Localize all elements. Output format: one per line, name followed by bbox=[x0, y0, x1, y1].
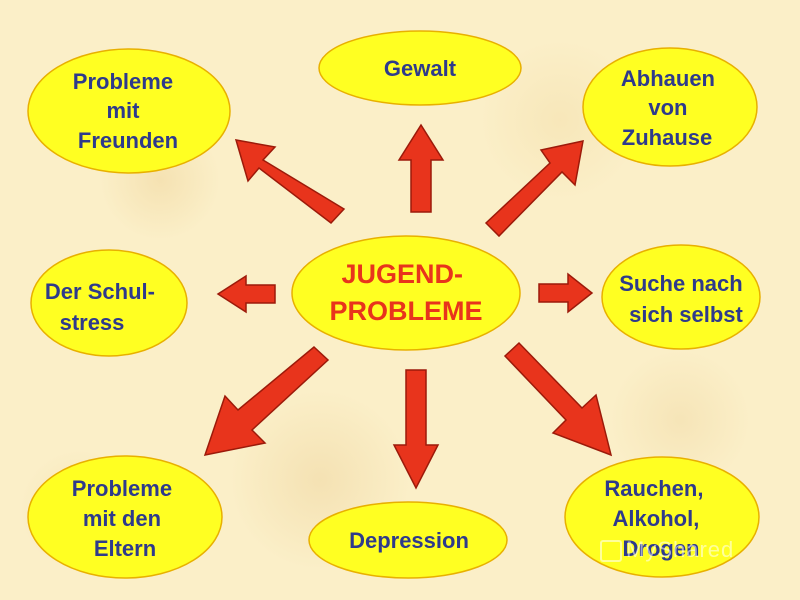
node-suche-ellipse bbox=[601, 244, 761, 350]
labels: Probleme mit Freunden Gewalt Abhauen von… bbox=[45, 56, 749, 561]
node-freunde-ellipse bbox=[27, 48, 231, 174]
node-schulstress-label: Der Schul- stress bbox=[45, 279, 161, 335]
node-eltern-ellipse bbox=[27, 455, 223, 579]
node-abhauen-label: Abhauen von Zuhause bbox=[621, 66, 721, 150]
arrow-to-suche bbox=[538, 272, 594, 314]
arrow-to-eltern bbox=[203, 346, 330, 456]
arrow-to-freunde bbox=[234, 139, 346, 225]
node-schulstress-ellipse bbox=[30, 249, 188, 357]
node-rauchen-ellipse bbox=[564, 456, 760, 578]
node-depression-label: Depression bbox=[349, 528, 469, 553]
node-gewalt-label: Gewalt bbox=[384, 56, 457, 81]
node-rauchen-label: Rauchen, Alkohol, Drogen bbox=[604, 476, 709, 561]
watermark: MyShared bbox=[600, 537, 734, 563]
node-gewalt-ellipse bbox=[318, 30, 522, 106]
node-depression-ellipse bbox=[308, 501, 508, 579]
node-eltern-label: Probleme mit den Eltern bbox=[72, 476, 178, 561]
node-suche-label: Suche nach sich selbst bbox=[619, 271, 749, 327]
ellipses bbox=[27, 30, 761, 579]
arrow-to-depression bbox=[392, 369, 440, 490]
arrow-to-rauchen bbox=[503, 341, 613, 457]
node-freunde-label: Probleme mit Freunden bbox=[73, 69, 179, 153]
watermark-text: MyShared bbox=[626, 537, 735, 562]
node-center-ellipse bbox=[291, 235, 521, 351]
arrow-to-schulstress bbox=[216, 274, 276, 314]
node-abhauen-ellipse bbox=[582, 47, 758, 167]
arrows bbox=[203, 123, 613, 490]
center-label: JUGEND- PROBLEME bbox=[329, 259, 482, 326]
watermark-icon bbox=[600, 540, 622, 563]
arrow-to-abhauen bbox=[484, 140, 584, 238]
arrow-to-gewalt bbox=[397, 123, 445, 213]
